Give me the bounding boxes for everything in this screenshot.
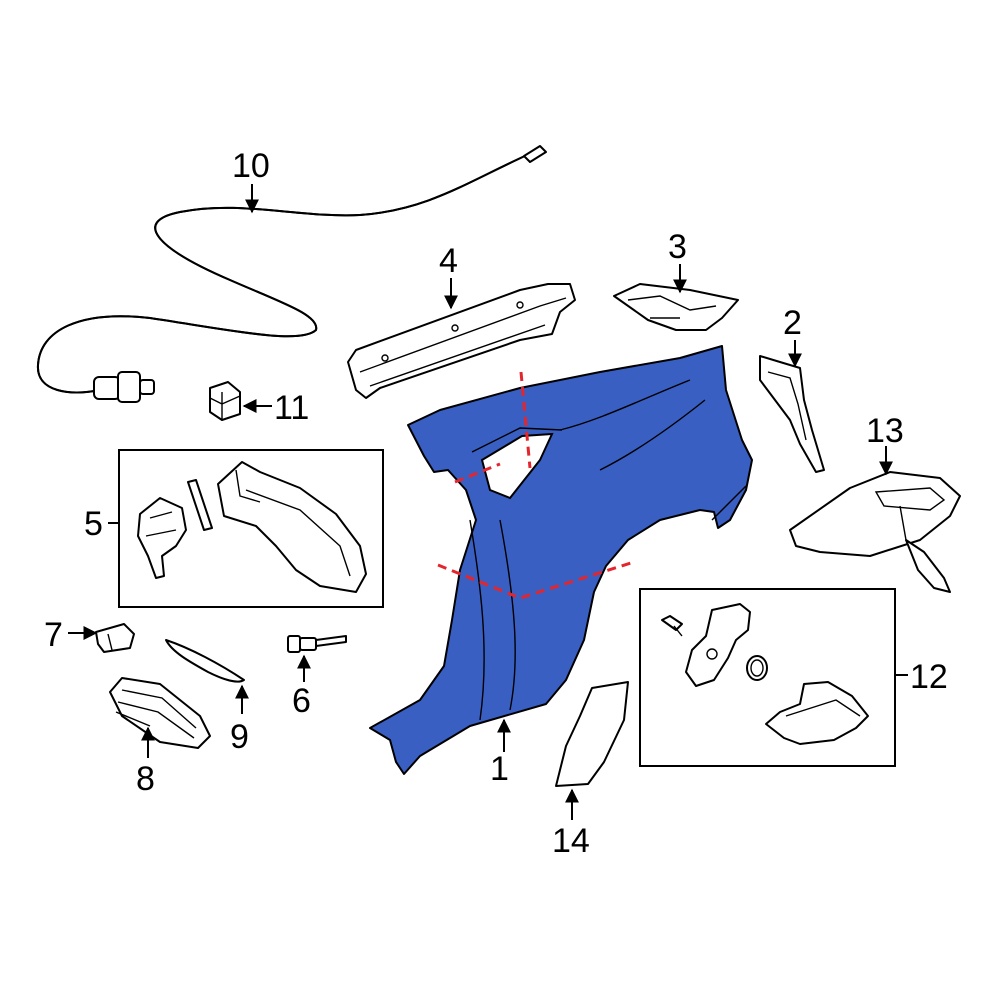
filler-housing-part[interactable] [109, 677, 211, 749]
release-cable-part[interactable] [36, 145, 547, 403]
svg-text:2: 2 [783, 304, 802, 342]
svg-text:6: 6 [292, 682, 311, 720]
callout-1: 1 [490, 718, 511, 788]
svg-text:5: 5 [84, 505, 103, 543]
svg-text:10: 10 [232, 147, 270, 185]
callouts: 1 2 3 4 5 6 7 8 [44, 147, 948, 860]
floor-pan-part[interactable] [789, 471, 961, 593]
svg-text:3: 3 [668, 228, 687, 266]
callout-6: 6 [292, 654, 311, 720]
quarter-panel-part[interactable] [369, 345, 753, 775]
callout-7: 7 [44, 616, 98, 654]
callout-11: 11 [242, 389, 309, 427]
callout-13: 13 [866, 412, 904, 476]
pillar-extension-part[interactable] [759, 355, 825, 473]
svg-text:4: 4 [439, 242, 458, 280]
svg-text:1: 1 [490, 750, 509, 788]
clip-part-7[interactable] [95, 623, 135, 653]
callout-9: 9 [230, 684, 249, 756]
svg-text:11: 11 [274, 389, 309, 427]
group-box-5[interactable] [118, 449, 384, 608]
upper-rail-part[interactable] [347, 283, 576, 399]
svg-text:7: 7 [44, 616, 63, 654]
callout-5: 5 [84, 505, 120, 543]
bolt-part[interactable] [287, 635, 347, 653]
cut-line-lower [437, 560, 635, 600]
callout-8: 8 [136, 726, 155, 798]
group-box-12[interactable] [639, 588, 896, 767]
svg-text:9: 9 [230, 718, 249, 756]
trim-part-14[interactable] [555, 681, 629, 787]
bracket-part-3[interactable] [613, 283, 739, 331]
svg-text:14: 14 [552, 822, 590, 860]
cut-line-upper [519, 371, 532, 469]
callout-14: 14 [552, 788, 590, 860]
cut-line-pillar [454, 462, 501, 484]
cut-lines [437, 371, 635, 600]
svg-text:8: 8 [136, 760, 155, 798]
svg-text:13: 13 [866, 412, 904, 450]
callout-12: 12 [895, 658, 948, 696]
svg-text:12: 12 [910, 658, 948, 696]
callout-3: 3 [668, 228, 687, 294]
callout-2: 2 [783, 304, 802, 368]
callout-10: 10 [232, 147, 270, 214]
clip-part-11[interactable] [209, 381, 241, 421]
gasket-part[interactable] [165, 639, 245, 683]
callout-4: 4 [439, 242, 458, 310]
